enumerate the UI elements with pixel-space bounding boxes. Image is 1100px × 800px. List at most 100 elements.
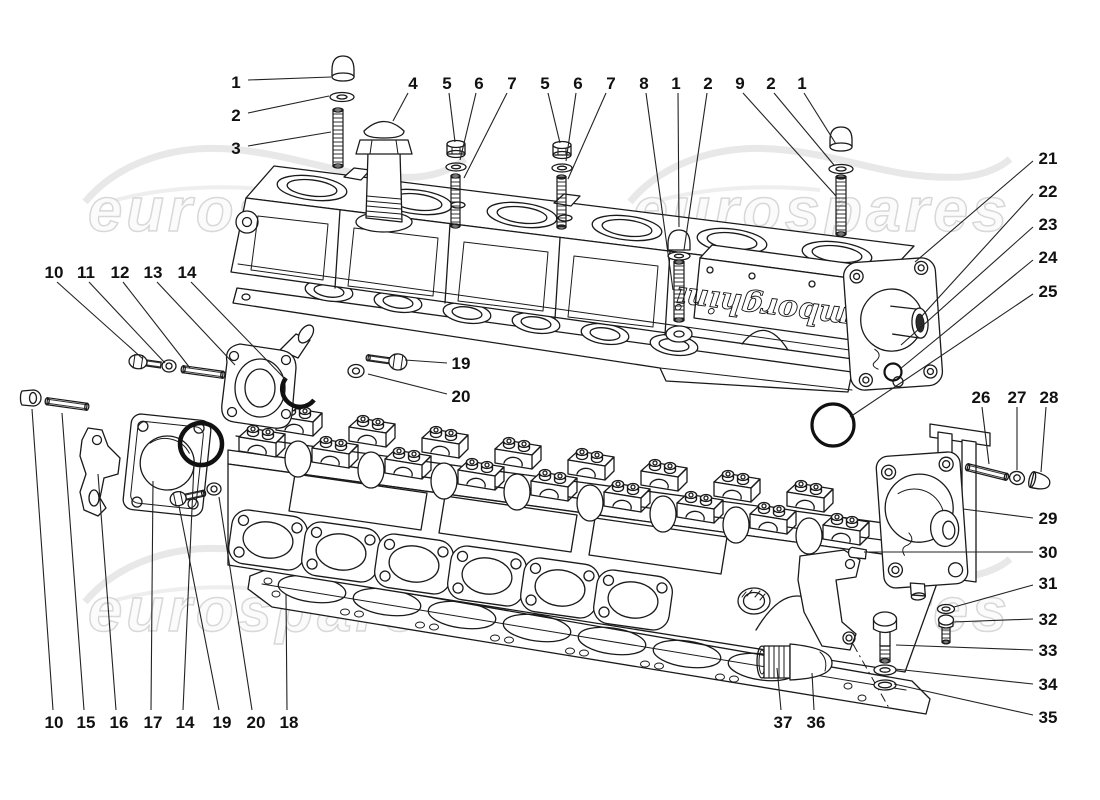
nut-5b bbox=[552, 140, 572, 160]
callout-6: 6 bbox=[565, 74, 583, 162]
callout-25: 25 bbox=[849, 282, 1058, 418]
part-number-label: 34 bbox=[1039, 675, 1058, 694]
leader-line bbox=[567, 92, 607, 180]
callout-15: 15 bbox=[61, 412, 96, 732]
part-number-label: 13 bbox=[144, 263, 163, 282]
cap-nut-28 bbox=[1028, 471, 1051, 490]
part-number-label: 6 bbox=[474, 74, 483, 93]
part-number-label: 19 bbox=[213, 713, 232, 732]
leader-line bbox=[776, 667, 782, 711]
leader-line bbox=[803, 92, 837, 145]
callout-10: 10 bbox=[31, 408, 64, 732]
callout-32: 32 bbox=[952, 610, 1058, 629]
top-fasteners bbox=[329, 55, 854, 237]
part-number-label: 1 bbox=[231, 73, 240, 92]
oil-filler-neck bbox=[355, 120, 413, 233]
part-number-label: 4 bbox=[408, 74, 418, 93]
callout-8: 8 bbox=[639, 74, 674, 291]
leader-line bbox=[56, 281, 144, 360]
leader-line bbox=[367, 373, 448, 395]
leader-line bbox=[31, 408, 54, 711]
callout-3: 3 bbox=[231, 131, 332, 158]
washer-2c bbox=[828, 163, 854, 175]
part-number-label: 2 bbox=[766, 74, 775, 93]
callout-22: 22 bbox=[920, 182, 1058, 318]
leader-line bbox=[178, 505, 220, 711]
leader-line bbox=[247, 76, 332, 81]
callout-31: 31 bbox=[953, 574, 1057, 608]
part-number-label: 15 bbox=[77, 713, 96, 732]
part-number-label: 20 bbox=[452, 387, 471, 406]
part-number-label: 23 bbox=[1039, 215, 1058, 234]
part-number-label: 7 bbox=[606, 74, 615, 93]
acorn-nut-1c bbox=[829, 126, 853, 152]
part-number-label: 35 bbox=[1039, 708, 1058, 727]
callout-19: 19 bbox=[404, 354, 471, 373]
callout-11: 11 bbox=[77, 263, 166, 364]
callout-5: 5 bbox=[442, 74, 456, 143]
part-number-label: 30 bbox=[1039, 543, 1058, 562]
part-number-label: 19 bbox=[452, 354, 471, 373]
leader-line bbox=[953, 584, 1034, 608]
callout-12: 12 bbox=[111, 263, 191, 369]
washer-34 bbox=[873, 664, 897, 676]
callout-7: 7 bbox=[567, 74, 616, 180]
part-number-label: 8 bbox=[639, 74, 648, 93]
plug-10 bbox=[19, 389, 42, 407]
right-parts-cluster bbox=[810, 362, 1051, 645]
leader-line bbox=[899, 259, 1034, 370]
washer-11 bbox=[161, 359, 177, 373]
part-number-label: 33 bbox=[1039, 641, 1058, 660]
part-number-label: 5 bbox=[540, 74, 549, 93]
part-number-label: 22 bbox=[1039, 182, 1058, 201]
bolt-19a bbox=[365, 353, 408, 371]
stud-7b bbox=[556, 174, 567, 230]
part-number-label: 10 bbox=[45, 713, 64, 732]
callout-7: 7 bbox=[463, 74, 517, 179]
callout-2: 2 bbox=[231, 95, 330, 125]
washer-31 bbox=[936, 603, 956, 615]
washer-6b bbox=[551, 163, 573, 173]
part-number-label: 20 bbox=[247, 713, 266, 732]
acorn-nut-1 bbox=[331, 55, 355, 82]
callout-36: 36 bbox=[807, 672, 825, 732]
part-number-label: 25 bbox=[1039, 282, 1058, 301]
callout-1: 1 bbox=[231, 73, 332, 92]
leader-line bbox=[88, 281, 166, 364]
washer-6a bbox=[445, 162, 467, 172]
bolt-19b bbox=[169, 489, 207, 507]
o-ring-14-arc bbox=[279, 376, 316, 410]
bolt-10 bbox=[128, 353, 162, 370]
leader-line bbox=[150, 480, 154, 711]
bolt-32 bbox=[937, 614, 955, 645]
leader-line bbox=[849, 293, 1034, 418]
callout-6: 6 bbox=[459, 74, 484, 161]
leader-line bbox=[448, 92, 456, 143]
callout-29: 29 bbox=[962, 508, 1057, 528]
leader-line bbox=[952, 618, 1034, 623]
leader-line bbox=[463, 92, 508, 179]
leader-line bbox=[61, 412, 85, 711]
washer-20b bbox=[206, 482, 222, 496]
part-number-label: 28 bbox=[1040, 388, 1059, 407]
part-number-label: 14 bbox=[176, 713, 195, 732]
part-number-label: 1 bbox=[671, 74, 680, 93]
part-number-label: 11 bbox=[77, 263, 95, 282]
leader-line bbox=[683, 92, 708, 251]
leader-line bbox=[914, 160, 1034, 263]
leader-line bbox=[182, 463, 195, 711]
callout-2: 2 bbox=[766, 74, 835, 166]
leader-line bbox=[742, 92, 837, 197]
part-number-label: 26 bbox=[972, 388, 991, 407]
part-number-label: 2 bbox=[231, 106, 240, 125]
left-parts-cluster bbox=[19, 324, 408, 517]
cover-end-plate bbox=[842, 257, 944, 391]
part-number-label: 2 bbox=[703, 74, 712, 93]
part-number-label: 32 bbox=[1039, 610, 1058, 629]
valve-cover: Lamborghini bbox=[230, 120, 944, 391]
leader-line bbox=[962, 508, 1034, 519]
callout-18: 18 bbox=[280, 593, 298, 732]
part-number-label: 9 bbox=[735, 74, 744, 93]
o-ring-14 bbox=[177, 420, 225, 468]
